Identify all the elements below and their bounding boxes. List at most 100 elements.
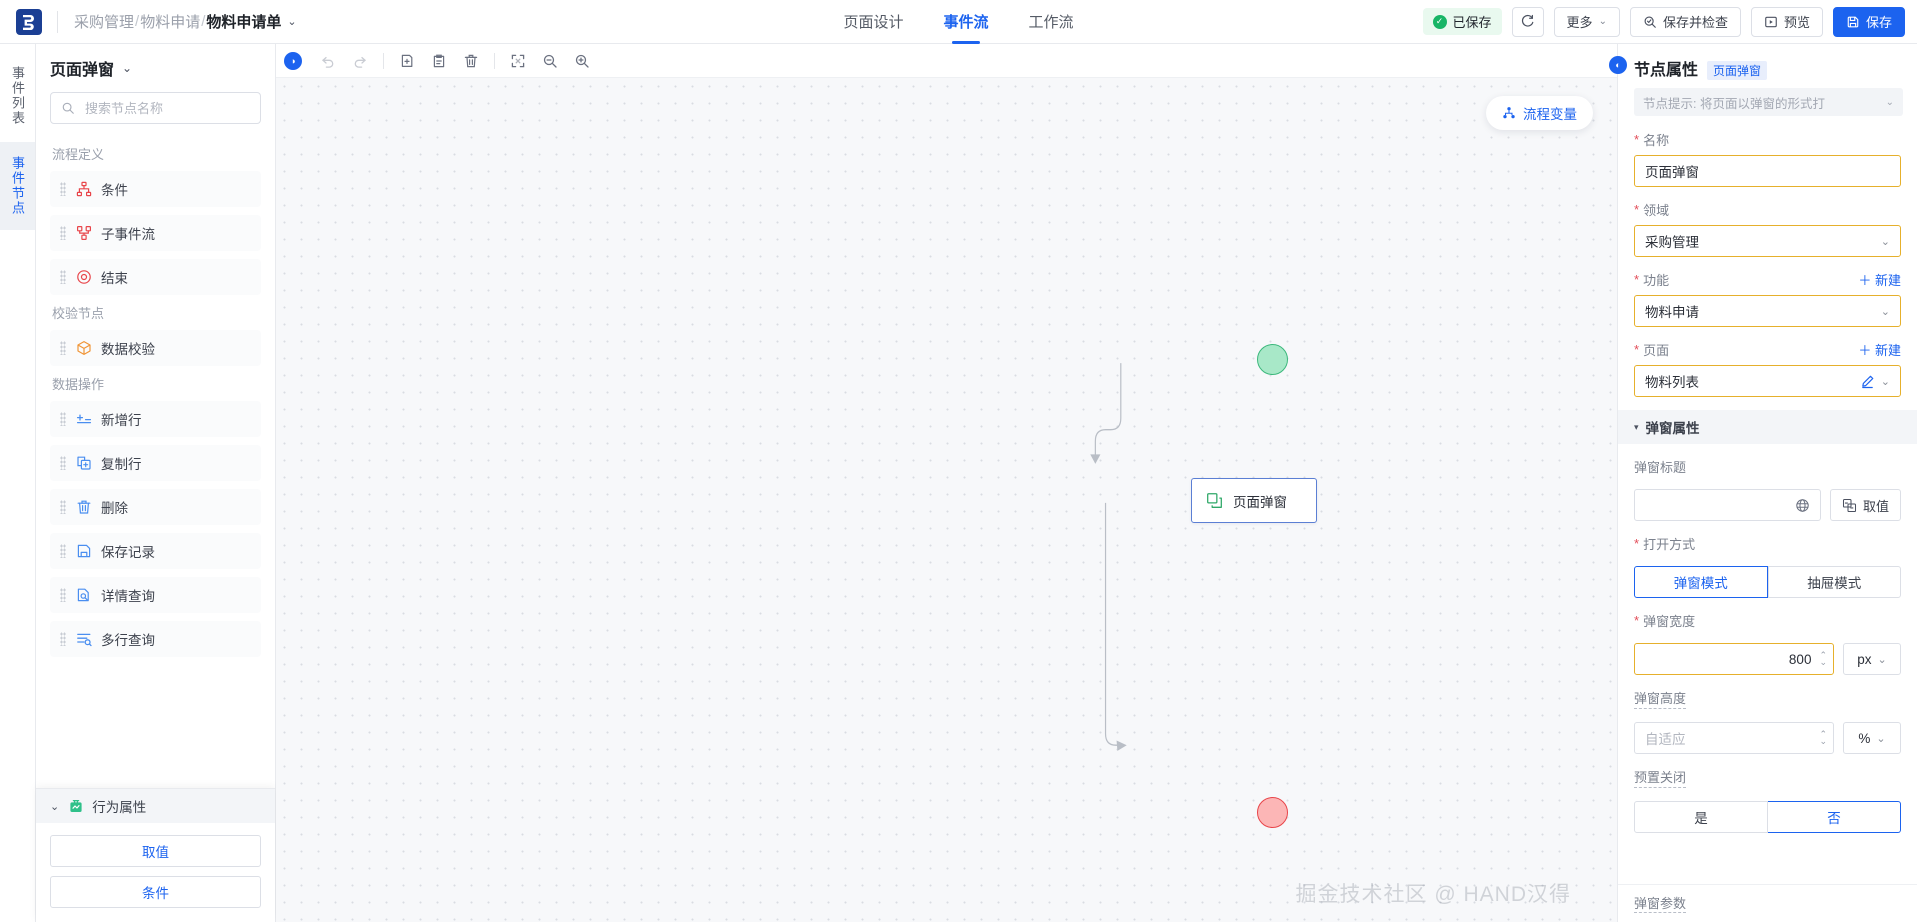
palette-item-sub-flow[interactable]: 子事件流 xyxy=(50,215,261,251)
popup-width-unit-select[interactable]: px ⌄ xyxy=(1843,643,1901,675)
preset-close-no-option[interactable]: 否 xyxy=(1768,801,1901,833)
refresh-icon xyxy=(1520,14,1535,29)
palette-item-copy-row[interactable]: 复制行 xyxy=(50,445,261,481)
behavior-condition-button[interactable]: 条件 xyxy=(50,876,261,908)
zoom-out-icon[interactable] xyxy=(536,48,564,74)
search-node-box[interactable] xyxy=(50,92,263,124)
search-input[interactable] xyxy=(83,99,263,117)
palette-item-label: 数据校验 xyxy=(101,342,155,357)
rail-item-event-nodes[interactable]: 事件节点 xyxy=(0,142,35,230)
stepper-down-icon[interactable]: ⌄ xyxy=(1819,736,1827,746)
chevron-down-icon[interactable]: ⌄ xyxy=(287,16,297,28)
tab-page-design[interactable]: 页面设计 xyxy=(843,14,904,31)
field-popup-height-label: 弹窗高度 xyxy=(1634,688,1901,709)
take-value-label: 取值 xyxy=(1862,498,1889,514)
copy-node-icon[interactable] xyxy=(393,48,421,74)
stepper-down-icon[interactable]: ⌄ xyxy=(1819,657,1827,667)
popup-width-input[interactable]: 800 ⌃⌄ xyxy=(1634,643,1834,675)
rail-item-event-list[interactable]: 事件列表 xyxy=(10,66,25,126)
palette-item-condition[interactable]: 条件 xyxy=(50,171,261,207)
breadcrumb-level-1[interactable]: 采购管理 xyxy=(74,14,135,31)
save-label: 保存 xyxy=(1865,15,1892,30)
drag-handle-icon[interactable] xyxy=(60,341,66,355)
page-select[interactable]: 物料列表 ⌄ xyxy=(1634,365,1901,397)
tab-work-flow[interactable]: 工作流 xyxy=(1028,14,1074,31)
palette-item-data-validation[interactable]: 数据校验 xyxy=(50,330,261,366)
delete-node-icon[interactable] xyxy=(457,48,485,74)
triangle-down-icon: ▾ xyxy=(1634,421,1639,432)
flow-canvas[interactable]: 流程变量 页面弹窗 掘金技术社区 @ HAND汉得 xyxy=(276,78,1617,922)
collapse-right-icon[interactable]: ◐ xyxy=(1609,56,1627,74)
function-select[interactable]: 物料申请 ⌄ xyxy=(1634,295,1901,327)
detail-query-icon xyxy=(75,587,92,604)
domain-select[interactable]: 采购管理 ⌄ xyxy=(1634,225,1901,257)
palette-item-multi-row-query[interactable]: 多行查询 xyxy=(50,621,261,657)
paste-node-icon[interactable] xyxy=(425,48,453,74)
fit-screen-icon[interactable] xyxy=(504,48,532,74)
tab-event-flow[interactable]: 事件流 xyxy=(943,0,988,44)
stepper-up-icon[interactable]: ⌃ xyxy=(1819,729,1827,739)
save-button[interactable]: 保存 xyxy=(1832,6,1905,37)
field-preset-close-label: 预置关闭 xyxy=(1634,767,1901,788)
popup-title-take-value-button[interactable]: 取值 xyxy=(1829,489,1901,521)
save-and-check-button[interactable]: 保存并检查 xyxy=(1629,6,1741,37)
popup-height-placeholder: 自适应 xyxy=(1645,732,1686,747)
popup-params-label: 弹窗参数 xyxy=(1634,896,1687,913)
breadcrumb-level-2[interactable]: 物料申请 xyxy=(140,14,201,31)
more-button[interactable]: 更多 ⌄ xyxy=(1553,6,1620,37)
drag-handle-icon[interactable] xyxy=(60,500,66,514)
name-input[interactable]: 页面弹窗 xyxy=(1634,155,1901,187)
drag-handle-icon[interactable] xyxy=(60,544,66,558)
behavior-take-value-button[interactable]: 取值 xyxy=(50,835,261,867)
behavior-properties-header[interactable]: ⌄ 行为属性 xyxy=(36,789,275,823)
flow-node-page-popup[interactable]: 页面弹窗 xyxy=(1191,478,1317,523)
open-mode-drawer-option[interactable]: 抽屉模式 xyxy=(1767,566,1901,598)
drag-handle-icon[interactable] xyxy=(60,182,66,196)
drag-handle-icon[interactable] xyxy=(60,632,66,646)
undo-icon[interactable] xyxy=(314,48,342,74)
drag-handle-icon[interactable] xyxy=(60,588,66,602)
field-domain: 领域 采购管理 ⌄ xyxy=(1618,200,1917,257)
preview-button[interactable]: 预览 xyxy=(1750,6,1823,37)
drag-handle-icon[interactable] xyxy=(60,226,66,240)
popup-height-unit-select[interactable]: % ⌄ xyxy=(1843,722,1901,754)
behavior-icon xyxy=(67,798,84,815)
popup-properties-section-header[interactable]: ▾ 弹窗属性 xyxy=(1618,410,1917,444)
zoom-in-icon[interactable] xyxy=(568,48,596,74)
start-node[interactable] xyxy=(1257,344,1288,375)
field-open-mode-label: 打开方式 xyxy=(1634,534,1901,553)
refresh-button[interactable] xyxy=(1511,6,1544,37)
add-page-button[interactable]: ＋ 新建 xyxy=(1858,343,1901,358)
preset-close-yes-option[interactable]: 是 xyxy=(1634,801,1768,833)
end-node[interactable] xyxy=(1257,797,1288,828)
add-row-icon xyxy=(75,411,92,428)
flow-variables-button[interactable]: 流程变量 xyxy=(1486,96,1593,130)
add-function-button[interactable]: ＋ 新建 xyxy=(1858,273,1901,288)
palette-item-label: 多行查询 xyxy=(101,633,155,648)
popup-width-stepper[interactable]: ⌃⌄ xyxy=(1819,650,1827,667)
brand-logo-icon[interactable] xyxy=(15,8,42,35)
popup-height-input[interactable]: 自适应 ⌃⌄ xyxy=(1634,722,1834,754)
palette-item-delete[interactable]: 删除 xyxy=(50,489,261,525)
chevron-down-icon[interactable]: ⌄ xyxy=(122,61,133,75)
drag-handle-icon[interactable] xyxy=(60,412,66,426)
palette-item-save-record[interactable]: 保存记录 xyxy=(50,533,261,569)
redo-icon[interactable] xyxy=(346,48,374,74)
globe-icon[interactable] xyxy=(1795,498,1810,513)
popup-height-row: 自适应 ⌃⌄ % ⌄ xyxy=(1618,722,1917,754)
open-mode-popup-option[interactable]: 弹窗模式 xyxy=(1634,566,1768,598)
stepper-up-icon[interactable]: ⌃ xyxy=(1819,650,1827,660)
node-hint[interactable]: 节点提示: 将页面以弹窗的形式打 ⌄ xyxy=(1634,88,1903,116)
palette-item-label: 新增行 xyxy=(101,413,142,428)
pencil-icon[interactable] xyxy=(1860,374,1875,389)
palette-item-end[interactable]: 结束 xyxy=(50,259,261,295)
canvas-toolbar: ◑ xyxy=(276,44,1617,78)
field-preset-close-text: 预置关闭 xyxy=(1634,767,1687,788)
drag-handle-icon[interactable] xyxy=(60,270,66,284)
drag-handle-icon[interactable] xyxy=(60,456,66,470)
collapse-left-icon[interactable]: ◑ xyxy=(284,51,302,70)
popup-title-input[interactable] xyxy=(1634,489,1821,521)
palette-item-add-row[interactable]: 新增行 xyxy=(50,401,261,437)
palette-item-detail-query[interactable]: 详情查询 xyxy=(50,577,261,613)
popup-height-stepper[interactable]: ⌃⌄ xyxy=(1819,729,1827,746)
